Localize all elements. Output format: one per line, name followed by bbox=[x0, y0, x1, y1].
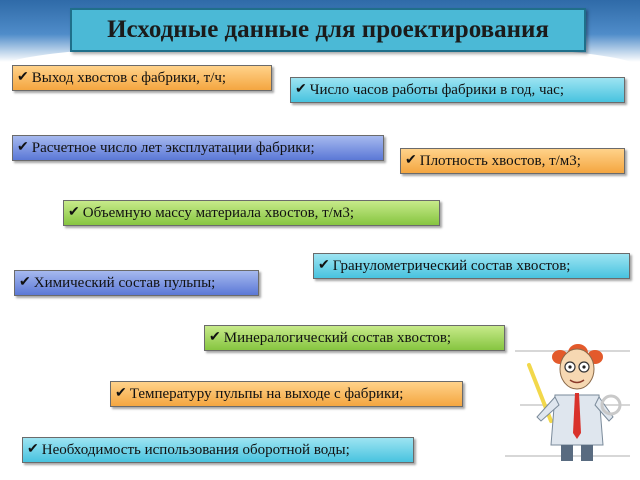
item-working-hours: ✔ Число часов работы фабрики в год, час; bbox=[290, 77, 625, 103]
item-label: Химический состав пульпы; bbox=[33, 274, 216, 291]
checkmark-icon: ✔ bbox=[209, 330, 221, 345]
checkmark-icon: ✔ bbox=[405, 153, 417, 168]
item-label: Необходимость использования оборотной во… bbox=[41, 441, 350, 458]
checkmark-icon: ✔ bbox=[17, 70, 29, 85]
checkmark-icon: ✔ bbox=[68, 205, 80, 220]
item-label: Выход хвостов с фабрики, т/ч; bbox=[31, 69, 227, 86]
item-label: Расчетное число лет эксплуатации фабрики… bbox=[31, 139, 315, 156]
item-label: Плотность хвостов, т/м3; bbox=[419, 152, 581, 169]
teacher-illustration bbox=[527, 344, 622, 461]
checkmark-icon: ✔ bbox=[17, 140, 29, 155]
item-mineralogical: ✔ Минералогический состав хвостов; bbox=[204, 325, 505, 351]
item-operation-years: ✔ Расчетное число лет эксплуатации фабри… bbox=[12, 135, 384, 161]
slide-title: Исходные данные для проектирования bbox=[70, 8, 586, 52]
item-granulometric: ✔ Гранулометрический состав хвостов; bbox=[313, 253, 630, 279]
item-recycled-water: ✔ Необходимость использования оборотной … bbox=[22, 437, 414, 463]
item-label: Температуру пульпы на выходе с фабрики; bbox=[129, 385, 404, 402]
item-chemical: ✔ Химический состав пульпы; bbox=[14, 270, 259, 296]
item-tailings-output: ✔ Выход хвостов с фабрики, т/ч; bbox=[12, 65, 272, 91]
item-label: Объемную массу материала хвостов, т/м3; bbox=[82, 204, 355, 221]
item-tailings-density: ✔ Плотность хвостов, т/м3; bbox=[400, 148, 625, 174]
checkmark-icon: ✔ bbox=[27, 442, 39, 457]
checkmark-icon: ✔ bbox=[19, 275, 31, 290]
item-label: Гранулометрический состав хвостов; bbox=[332, 257, 571, 274]
item-label: Число часов работы фабрики в год, час; bbox=[309, 81, 565, 98]
checkmark-icon: ✔ bbox=[115, 386, 127, 401]
item-label: Минералогический состав хвостов; bbox=[223, 329, 452, 346]
checkmark-icon: ✔ bbox=[295, 82, 307, 97]
item-bulk-mass: ✔ Объемную массу материала хвостов, т/м3… bbox=[63, 200, 440, 226]
item-pulp-temperature: ✔ Температуру пульпы на выходе с фабрики… bbox=[110, 381, 463, 407]
checkmark-icon: ✔ bbox=[318, 258, 330, 273]
